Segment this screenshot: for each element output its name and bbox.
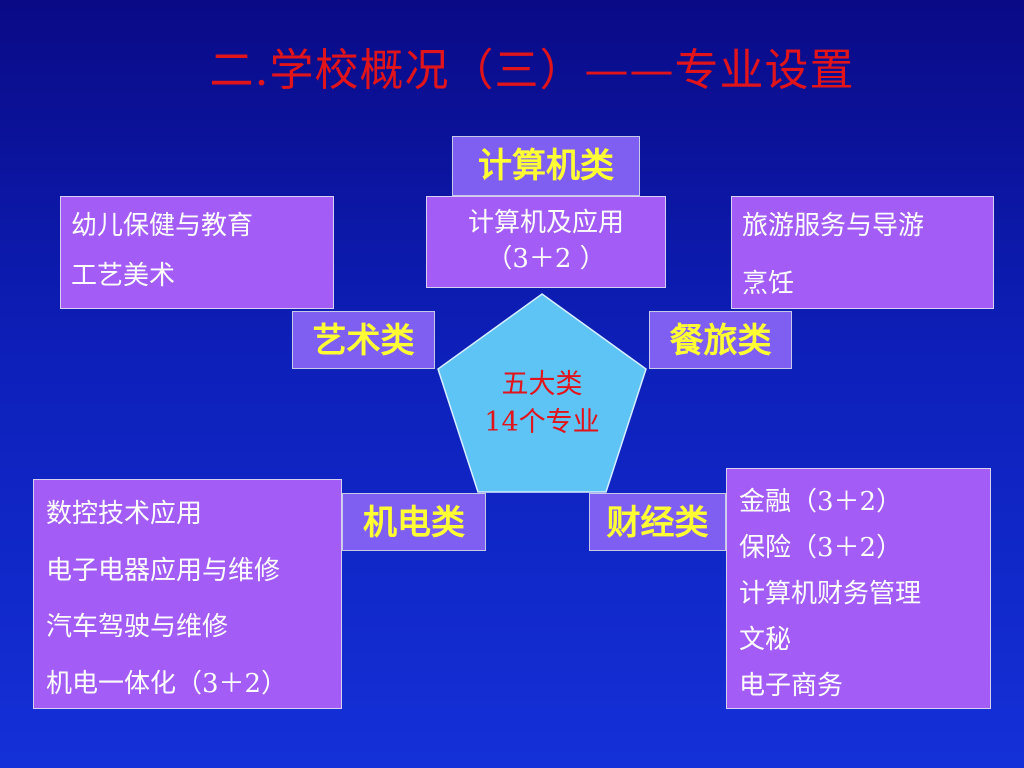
program-box-finance: 金融（3＋2） 保险（3＋2） 计算机财务管理 文秘 电子商务 [726,468,991,709]
program-item: 电子电器应用与维修 [46,555,281,586]
program-box-art: 幼儿保健与教育 工艺美术 [60,196,334,309]
program-box-mech: 数控技术应用 电子电器应用与维修 汽车驾驶与维修 机电一体化（3＋2） [33,479,342,709]
program-item: 汽车驾驶与维修 [46,612,229,642]
program-item: 保险（3＋2） [739,533,903,563]
program-item: 数控技术应用 [46,499,203,529]
program-box-computer: 计算机及应用 （3＋2 ） [426,196,666,288]
program-item: 文秘 [739,625,792,655]
program-item: 工艺美术 [71,261,176,291]
page-title: 二.学校概况（三）——专业设置 [209,45,855,96]
program-item: 机电一体化（3＋2） [46,668,288,699]
program-item: 幼儿保健与教育 [71,211,254,241]
program-item: 电子商务 [739,671,844,701]
category-mech: 机电类 [342,493,486,551]
pentagon-shape [437,293,647,493]
program-item: 烹饪 [742,269,795,299]
category-finance: 财经类 [589,493,726,551]
program-box-tourism: 旅游服务与导游 烹饪 [731,196,994,309]
program-item: 计算机及应用 [467,208,624,238]
program-item: 计算机财务管理 [739,579,922,609]
category-computer: 计算机类 [452,136,640,196]
center-pentagon: 五大类 14个专业 [436,292,648,494]
center-label-programs: 14个专业 [484,407,600,438]
center-label-categories: 五大类 [501,369,583,400]
program-item: 金融（3＋2） [739,487,903,517]
category-art: 艺术类 [292,311,435,369]
program-item: 旅游服务与导游 [742,211,925,241]
category-tourism: 餐旅类 [649,311,792,369]
program-item: （3＋2 ） [486,244,606,274]
